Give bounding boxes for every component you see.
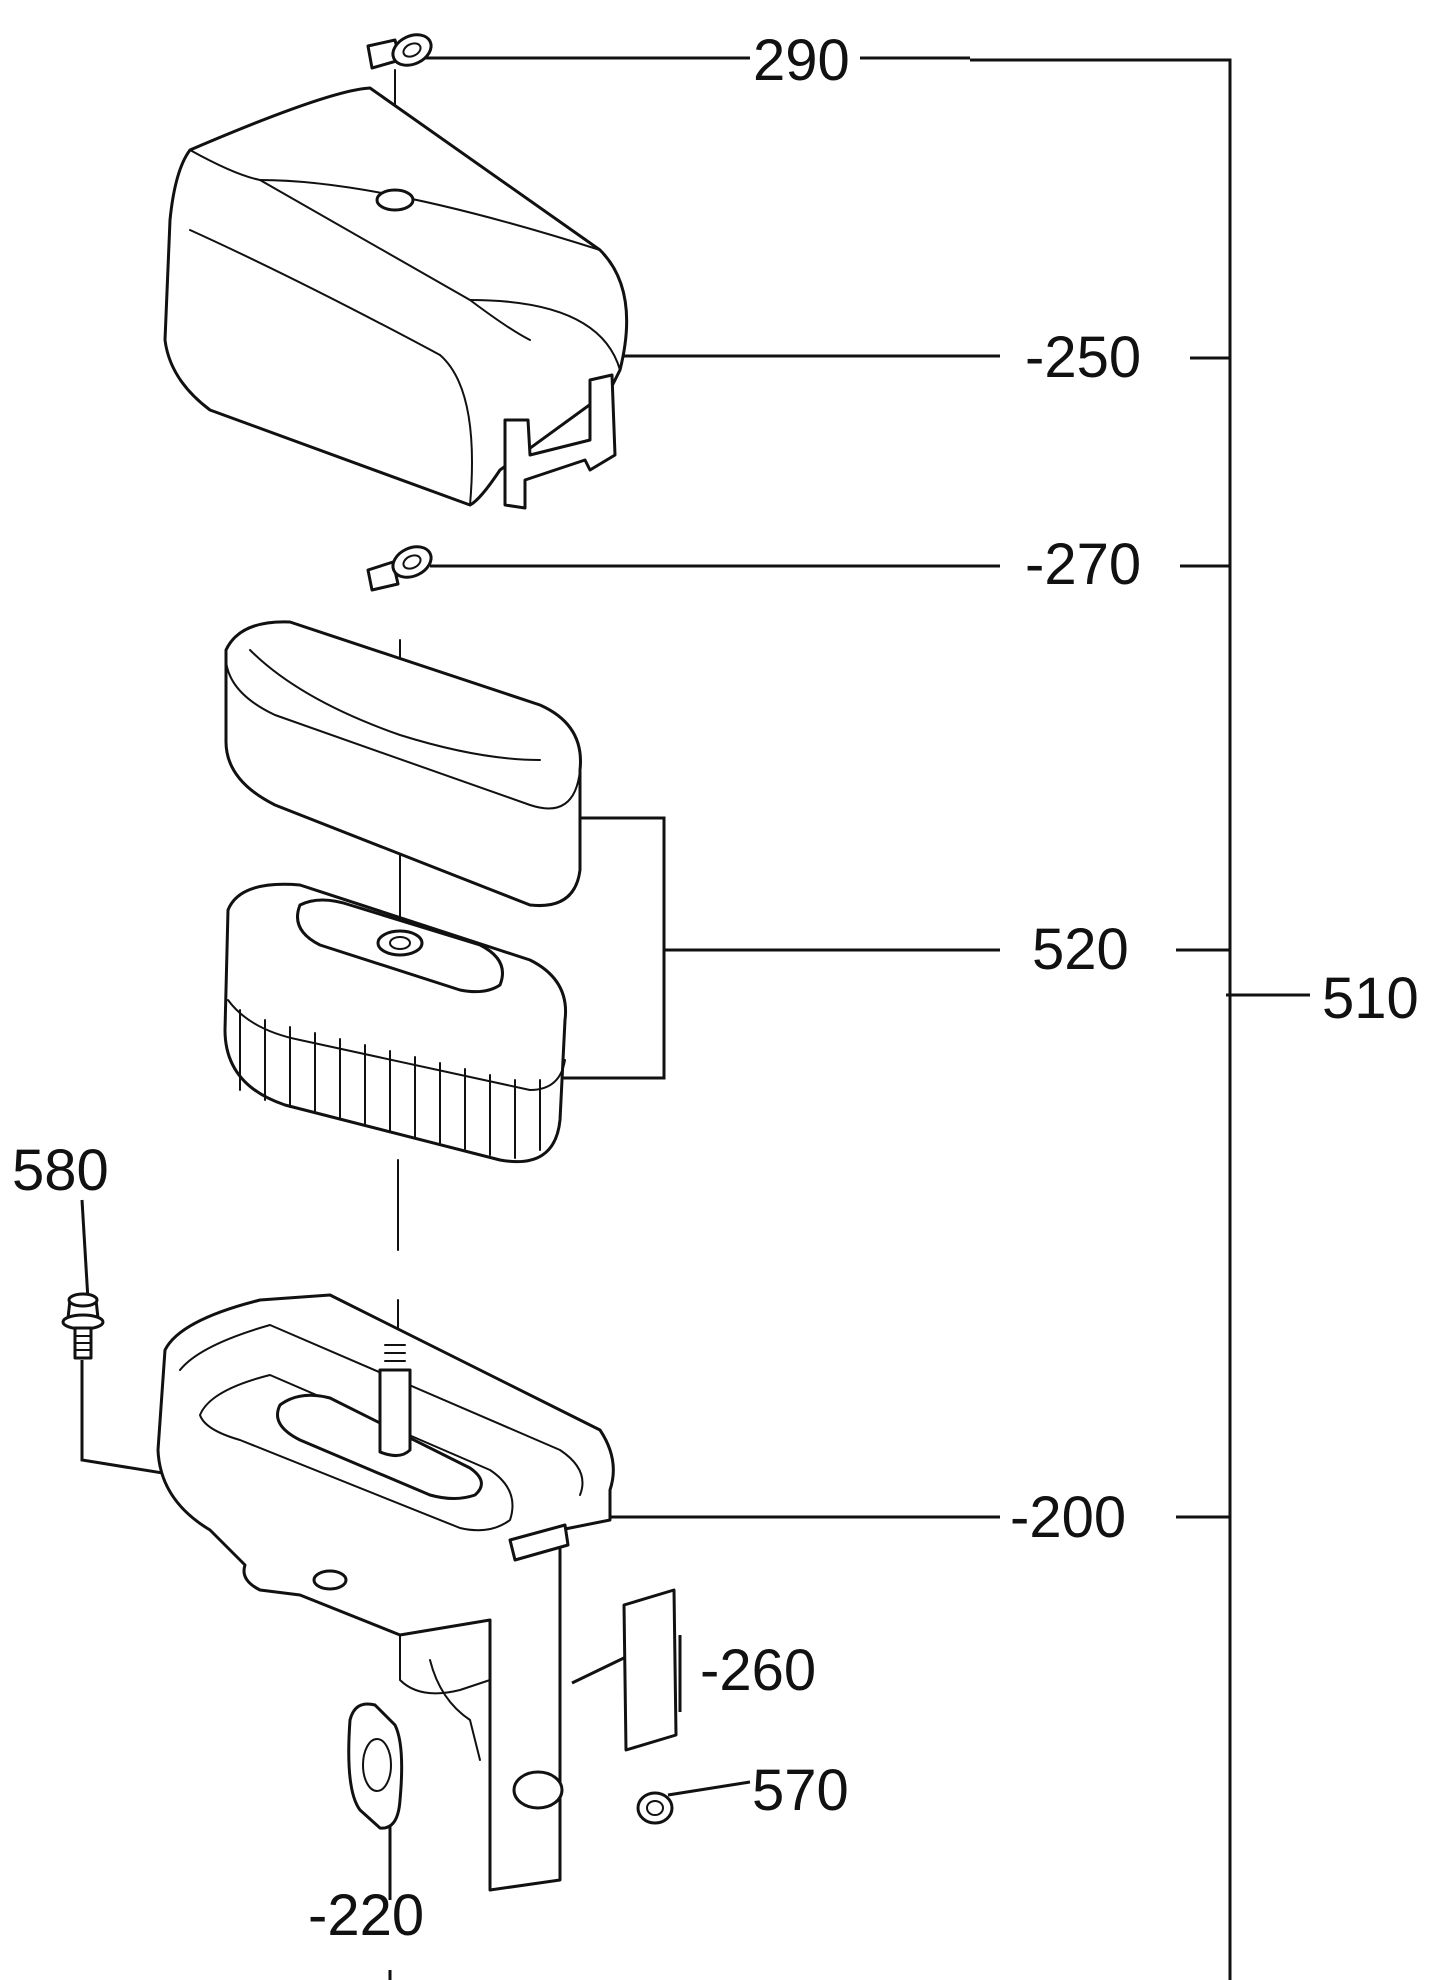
leader-580-arrow (80, 1199, 90, 1301)
plate-icon (622, 1588, 678, 1752)
gasket-icon (347, 1702, 404, 1830)
flange-nut-icon (636, 1791, 674, 1825)
callout-labels: 290 -250 -270 520 510 580 -200 -260 570 … (12, 28, 1419, 1948)
bracket-line-top (970, 58, 1232, 1980)
leader-520-bracket (560, 816, 666, 1080)
callout-260: -260 (700, 1638, 816, 1703)
air-cleaner-cover-icon (163, 86, 629, 510)
pre-cleaner-foam-icon (224, 620, 582, 908)
wing-nut-icon (366, 545, 433, 592)
flange-bolt-icon (61, 1292, 105, 1360)
assembly-bracket-510 (970, 58, 1310, 1980)
callout-250: -250 (1025, 325, 1141, 390)
callout-580: 580 (12, 1138, 109, 1203)
callout-270: -270 (1025, 532, 1141, 597)
air-cleaner-base-icon (156, 1293, 615, 1892)
callout-510: 510 (1322, 966, 1419, 1031)
callout-520: 520 (1032, 917, 1129, 982)
callout-570: 570 (752, 1758, 849, 1823)
wing-nut-icon (366, 33, 433, 70)
callout-220: -220 (308, 1883, 424, 1948)
callout-290: 290 (753, 28, 850, 93)
leader-260 (571, 1654, 629, 1685)
callout-200: -200 (1010, 1485, 1126, 1550)
leader-570 (667, 1780, 751, 1797)
paper-filter-element-icon (223, 882, 568, 1164)
